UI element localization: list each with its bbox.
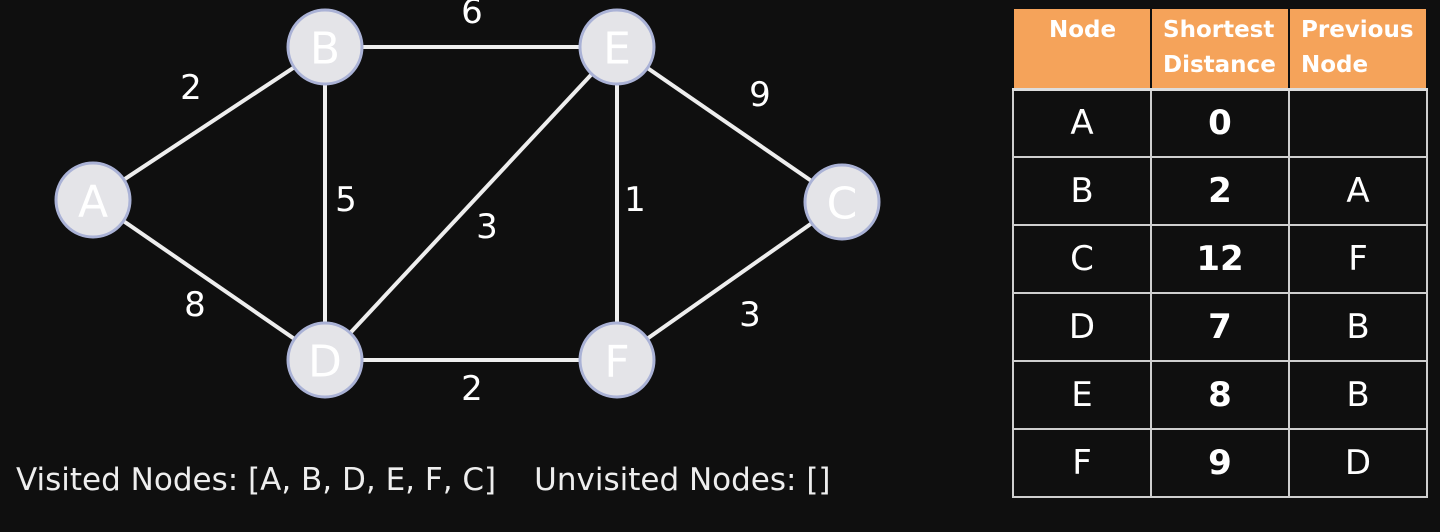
edge-A-D [91, 198, 327, 362]
node-circle-D [286, 321, 364, 399]
unvisited-nodes-text: Unvisited Nodes: [] [534, 462, 831, 498]
weight-B-E: 6 [461, 0, 483, 32]
cell-previous: F [1288, 224, 1428, 294]
cell-distance: 7 [1150, 292, 1290, 362]
cell-previous: D [1288, 428, 1428, 498]
header-node: Node [1012, 7, 1152, 91]
cell-distance: 8 [1150, 360, 1290, 430]
cell-node: D [1012, 292, 1152, 362]
node-C: C [803, 163, 881, 241]
cell-distance: 9 [1150, 428, 1290, 498]
cell-node: C [1012, 224, 1152, 294]
node-B: B [286, 8, 364, 86]
node-A: A [54, 161, 132, 239]
node-F: F [578, 321, 656, 399]
cell-previous: B [1288, 292, 1428, 362]
weights-layer: 2 8 6 5 3 1 9 2 3 [180, 0, 771, 409]
weight-A-B: 2 [180, 68, 202, 108]
node-circle-B [286, 8, 364, 86]
weight-B-D: 5 [335, 180, 357, 220]
node-label-B: B [310, 24, 340, 75]
cell-node: B [1012, 156, 1152, 226]
node-D: D [286, 321, 364, 399]
weight-E-F: 1 [624, 180, 646, 220]
node-circle-E [578, 8, 656, 86]
cell-distance: 0 [1150, 88, 1290, 158]
node-label-C: C [827, 179, 858, 230]
graph-diagram: 2 8 6 5 3 1 9 2 3 A B C D E F [54, 0, 881, 409]
cell-node: F [1012, 428, 1152, 498]
cell-node: A [1012, 88, 1152, 158]
node-label-A: A [78, 177, 108, 228]
edges-layer [91, 45, 844, 362]
status-line: Visited Nodes: [A, B, D, E, F, C] Unvisit… [16, 462, 831, 498]
weight-F-C: 3 [739, 295, 761, 335]
edge-F-C [615, 200, 844, 362]
weight-E-C: 9 [749, 75, 771, 115]
weight-A-D: 8 [184, 285, 206, 325]
nodes-layer: A B C D E F [54, 8, 881, 399]
node-E: E [578, 8, 656, 86]
edge-D-E [323, 45, 619, 362]
edge-A-B [91, 45, 327, 202]
node-circle-C [803, 163, 881, 241]
cell-distance: 2 [1150, 156, 1290, 226]
edge-E-C [615, 45, 844, 204]
node-label-F: F [604, 337, 629, 388]
node-label-E: E [603, 24, 631, 75]
weight-D-E: 3 [476, 207, 498, 247]
cell-previous: A [1288, 156, 1428, 226]
cell-node: E [1012, 360, 1152, 430]
node-circle-F [578, 321, 656, 399]
node-label-D: D [308, 337, 342, 388]
node-circle-A [54, 161, 132, 239]
visited-nodes-text: Visited Nodes: [A, B, D, E, F, C] [16, 462, 497, 498]
cell-previous: B [1288, 360, 1428, 430]
cell-distance: 12 [1150, 224, 1290, 294]
cell-previous [1288, 88, 1428, 158]
weight-D-F: 2 [461, 369, 483, 409]
